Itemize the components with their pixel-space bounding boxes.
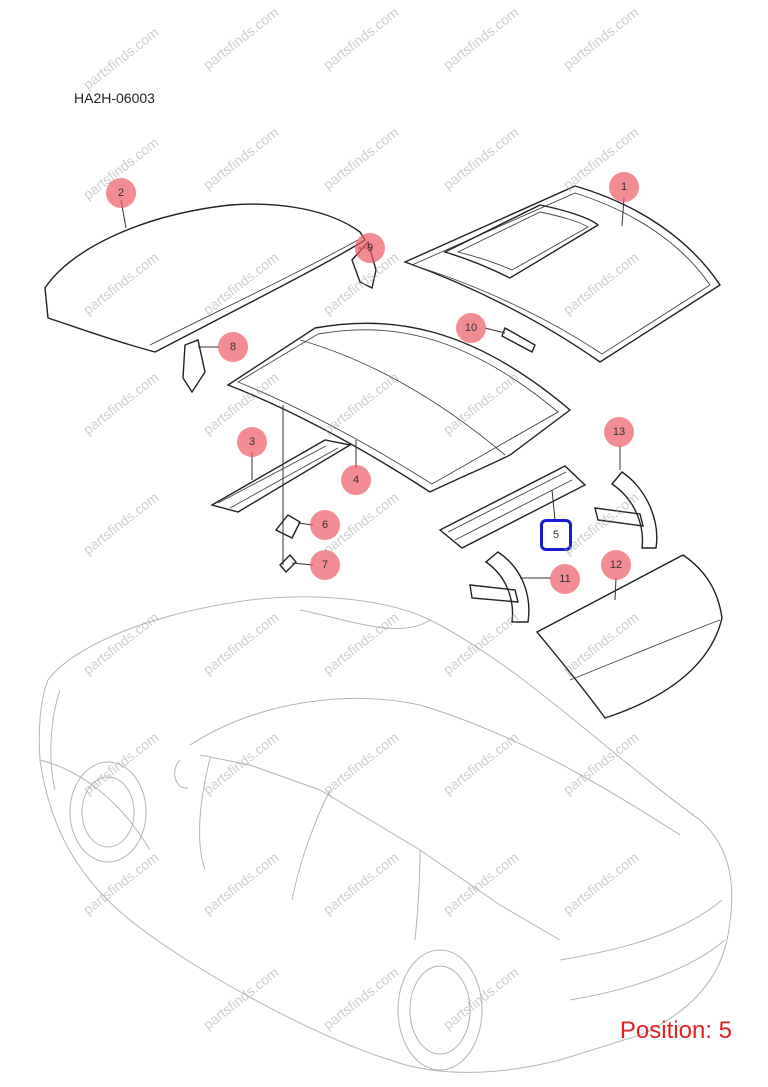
- callout-11[interactable]: 11: [550, 564, 580, 594]
- position-indicator: Position: 5: [619, 1017, 732, 1044]
- diagram-code: HA2H-06003: [74, 90, 155, 106]
- part-roof-inner: [226, 322, 572, 493]
- callout-3[interactable]: 3: [237, 427, 267, 457]
- callout-10[interactable]: 10: [456, 313, 486, 343]
- callout-13[interactable]: 13: [604, 417, 634, 447]
- callout-5-selected[interactable]: 5: [540, 519, 572, 551]
- callout-4[interactable]: 4: [341, 465, 371, 495]
- part-hood: [44, 203, 366, 353]
- part-roof-panel: [403, 185, 721, 363]
- callout-9[interactable]: 9: [355, 233, 385, 263]
- leader-lines: [120, 197, 625, 601]
- part-front-rail: [210, 439, 352, 513]
- callout-2[interactable]: 2: [106, 178, 136, 208]
- callout-8[interactable]: 8: [218, 332, 248, 362]
- callout-6[interactable]: 6: [310, 510, 340, 540]
- callout-7[interactable]: 7: [310, 550, 340, 580]
- car-outline: [38, 596, 733, 1073]
- part-trunk-hinges: [469, 471, 658, 623]
- callout-12[interactable]: 12: [601, 550, 631, 580]
- callout-1[interactable]: 1: [609, 172, 639, 202]
- part-trunk-lid: [535, 554, 723, 719]
